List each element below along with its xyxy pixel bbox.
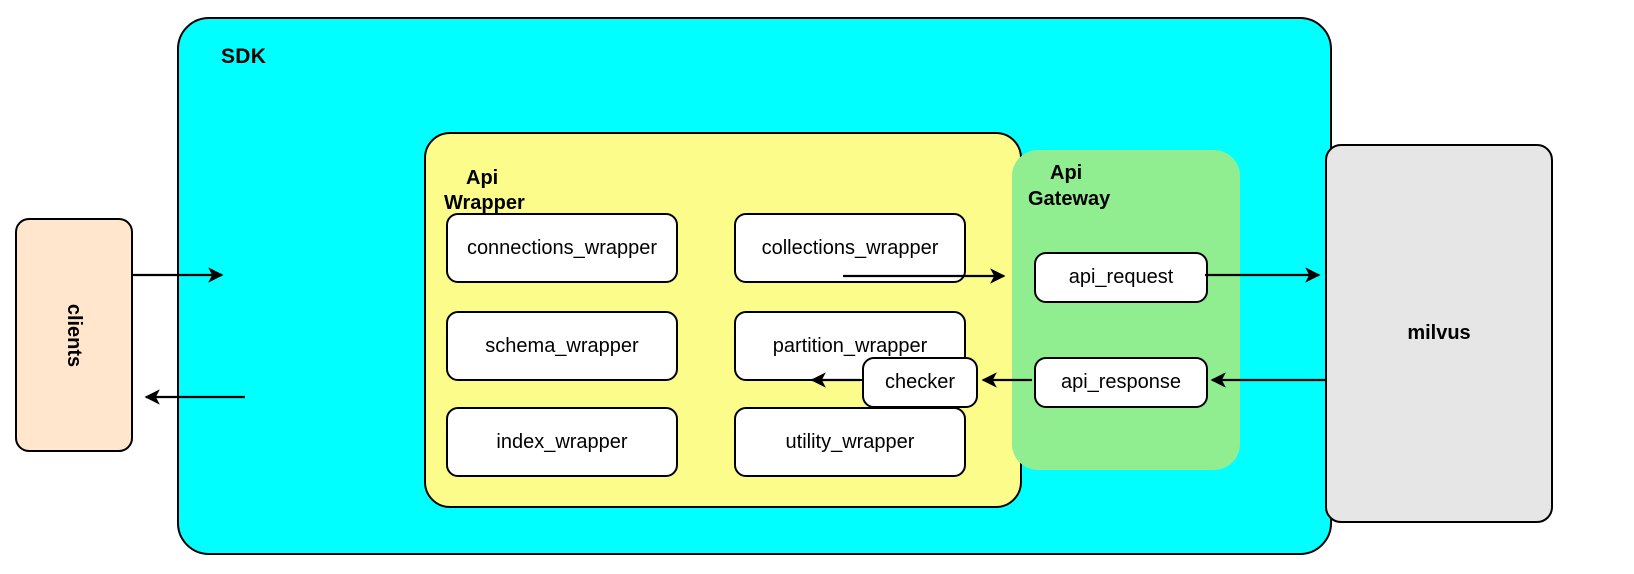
api-response-label: api_response — [1060, 371, 1182, 393]
api-gateway-label-line1: Api — [1050, 162, 1083, 184]
module-label: schema_wrapper — [485, 334, 639, 357]
sdk-container[interactable]: SDK Api Wrapper connections_wrapper coll… — [177, 17, 1332, 555]
module-label: connections_wrapper — [466, 236, 658, 259]
api-wrapper-label-line1: Api — [466, 166, 499, 189]
module-label: collections_wrapper — [761, 236, 939, 259]
checker-label: checker — [884, 371, 956, 393]
checker-node[interactable]: checker — [862, 357, 978, 408]
sdk-label: SDK — [221, 45, 267, 68]
api-wrapper-label-line2: Wrapper — [444, 192, 525, 215]
module-index-wrapper[interactable]: index_wrapper — [446, 407, 678, 477]
clients-label: clients — [63, 303, 86, 367]
api-wrapper-label: Api Wrapper — [444, 140, 525, 242]
milvus-label: milvus — [1407, 322, 1471, 344]
clients-node[interactable]: clients — [15, 218, 133, 452]
api-wrapper-container[interactable]: Api Wrapper connections_wrapper collecti… — [424, 132, 1022, 508]
module-connections-wrapper[interactable]: connections_wrapper — [446, 213, 678, 283]
module-collections-wrapper[interactable]: collections_wrapper — [734, 213, 966, 283]
api-gateway-container[interactable]: Api Gateway api_request api_response — [1012, 150, 1240, 470]
module-schema-wrapper[interactable]: schema_wrapper — [446, 311, 678, 381]
module-label: partition_wrapper — [772, 334, 928, 357]
module-label: index_wrapper — [496, 430, 628, 453]
module-utility-wrapper[interactable]: utility_wrapper — [734, 407, 966, 477]
api-gateway-label: Api Gateway — [1028, 160, 1110, 212]
milvus-node[interactable]: milvus — [1325, 144, 1553, 523]
module-label: utility_wrapper — [785, 430, 915, 453]
api-response-node[interactable]: api_response — [1034, 357, 1208, 408]
api-gateway-label-line2: Gateway — [1028, 188, 1111, 210]
api-request-node[interactable]: api_request — [1034, 252, 1208, 303]
api-request-label: api_request — [1068, 266, 1174, 288]
